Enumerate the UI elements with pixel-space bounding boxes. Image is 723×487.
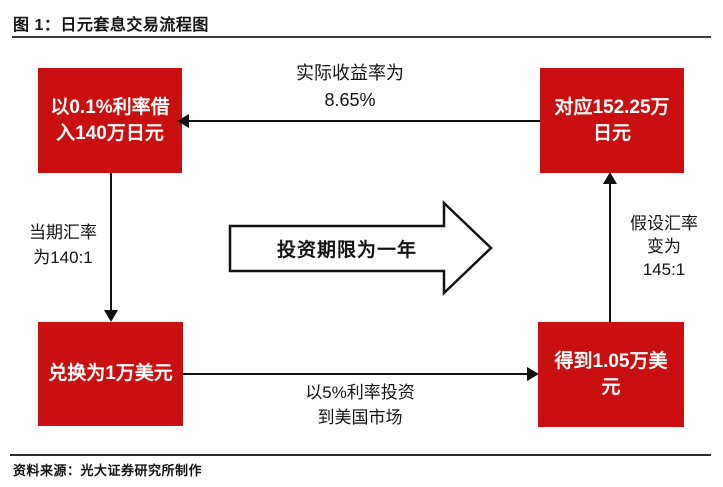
arrow-line-bottom	[183, 373, 529, 375]
label-line: 变为	[647, 237, 681, 256]
box-text-line: 兑换为1万美元	[48, 363, 173, 384]
footer-divider	[10, 454, 711, 456]
box-yen-result: 对应152.25万 日元	[540, 68, 684, 173]
box-exchange-usd: 兑换为1万美元	[38, 322, 183, 426]
figure-title: 图 1：日元套息交易流程图	[13, 17, 209, 34]
label-line: 假设汇率	[630, 214, 698, 233]
label-invest-us-market: 以5%利率投资 到美国市场	[268, 380, 452, 430]
box-usd-result: 得到1.05万美 元	[538, 322, 684, 427]
arrow-head-up-icon	[603, 172, 617, 184]
label-current-exchange-rate: 当期汇率 为140:1	[14, 220, 112, 270]
label-assumed-exchange-rate: 假设汇率 变为 145:1	[617, 212, 711, 281]
arrow-head-down-icon	[104, 310, 118, 322]
label-line: 以5%利率投资	[305, 383, 415, 402]
label-line: 8.65%	[324, 90, 376, 110]
box-borrow-yen: 以0.1%利率借 入140万日元	[38, 68, 182, 173]
label-investment-period: 投资期限为一年	[276, 240, 417, 261]
arrow-line-top	[188, 120, 540, 122]
source-note: 资料来源：光大证券研究所制作	[13, 463, 203, 478]
box-text-line: 元	[601, 376, 621, 398]
label-line: 145:1	[642, 260, 686, 279]
label-line: 为140:1	[33, 248, 93, 267]
arrow-line-left	[110, 173, 112, 313]
box-text-line: 对应152.25万	[554, 96, 670, 118]
label-actual-yield: 实际收益率为 8.65%	[265, 60, 435, 114]
box-text-line: 得到1.05万美	[554, 350, 668, 372]
box-text-line: 日元	[592, 122, 631, 144]
box-text-line: 入140万日元	[56, 122, 164, 144]
arrow-line-right	[609, 183, 611, 322]
label-line: 实际收益率为	[296, 63, 404, 83]
label-line: 当期汇率	[29, 223, 97, 242]
arrow-head-left-icon	[177, 114, 189, 128]
arrow-head-right-icon	[527, 367, 539, 381]
box-text-line: 以0.1%利率借	[50, 96, 170, 118]
label-line: 到美国市场	[317, 408, 403, 427]
title-divider	[12, 36, 711, 38]
